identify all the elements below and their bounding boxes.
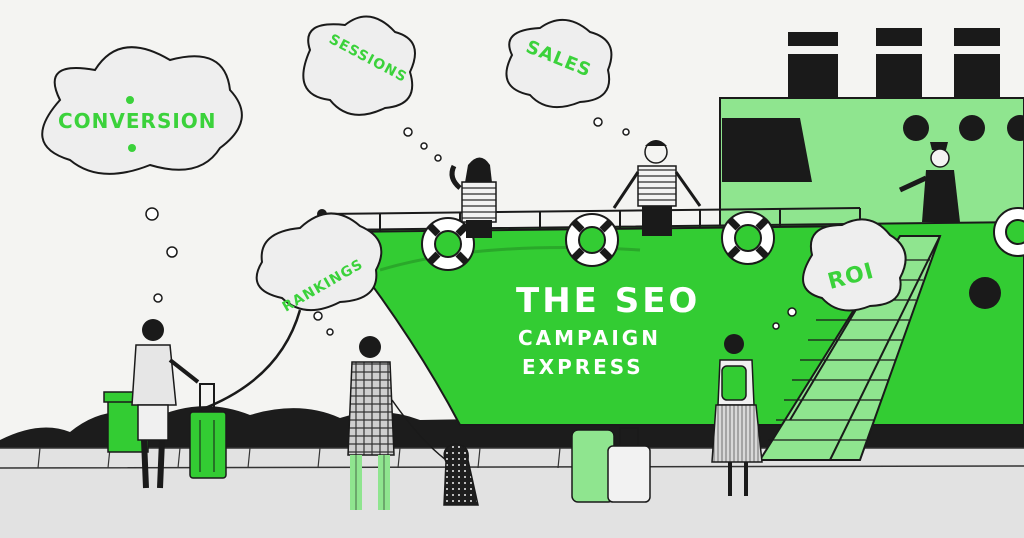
porthole: [969, 277, 1001, 309]
ship-name-line1: THE SEO: [516, 281, 700, 321]
life-ring: [565, 213, 619, 267]
passenger-man-deck: [612, 140, 702, 236]
mooring-rope: [199, 309, 302, 412]
ship-name-line3: EXPRESS: [522, 355, 644, 379]
traveler-woman-backpack: [711, 334, 763, 496]
dog: [443, 443, 479, 506]
traveler-woman-suitcase: [131, 319, 227, 489]
thought-cloud-roi: ROI: [802, 218, 907, 312]
thought-bubbles-roi: [772, 307, 797, 330]
thought-bubbles-rankings: [313, 311, 334, 336]
thought-cloud-conversion: CONVERSION: [41, 46, 243, 175]
thought-bubbles-conversion: [145, 207, 178, 303]
life-ring: [721, 211, 775, 265]
thought-cloud-sessions: SESSIONS: [302, 15, 416, 116]
life-ring: [993, 207, 1024, 257]
cabin-window: [722, 118, 812, 182]
thought-bubbles-sessions: [403, 127, 442, 162]
passenger-woman-deck: [449, 157, 497, 238]
dock-ground: [0, 448, 1024, 538]
thought-bubbles-sales: [593, 117, 630, 136]
porthole: [1007, 115, 1024, 141]
porthole: [903, 115, 929, 141]
thought-cloud-rankings: RANKINGS: [255, 212, 383, 316]
porthole: [959, 115, 985, 141]
dog-leash: [391, 399, 447, 461]
ship-name-line2: CAMPAIGN: [518, 326, 661, 350]
thought-cloud-sales: SALES: [505, 19, 613, 109]
luggage-pair: [571, 427, 651, 503]
ship-funnels: [788, 28, 1000, 100]
life-ring: [421, 217, 475, 271]
traveler-man-plaid: [347, 336, 395, 510]
dock-planks: [37, 447, 561, 469]
ship-captain: [898, 142, 960, 222]
cloud-label-conversion: CONVERSION: [58, 109, 217, 133]
